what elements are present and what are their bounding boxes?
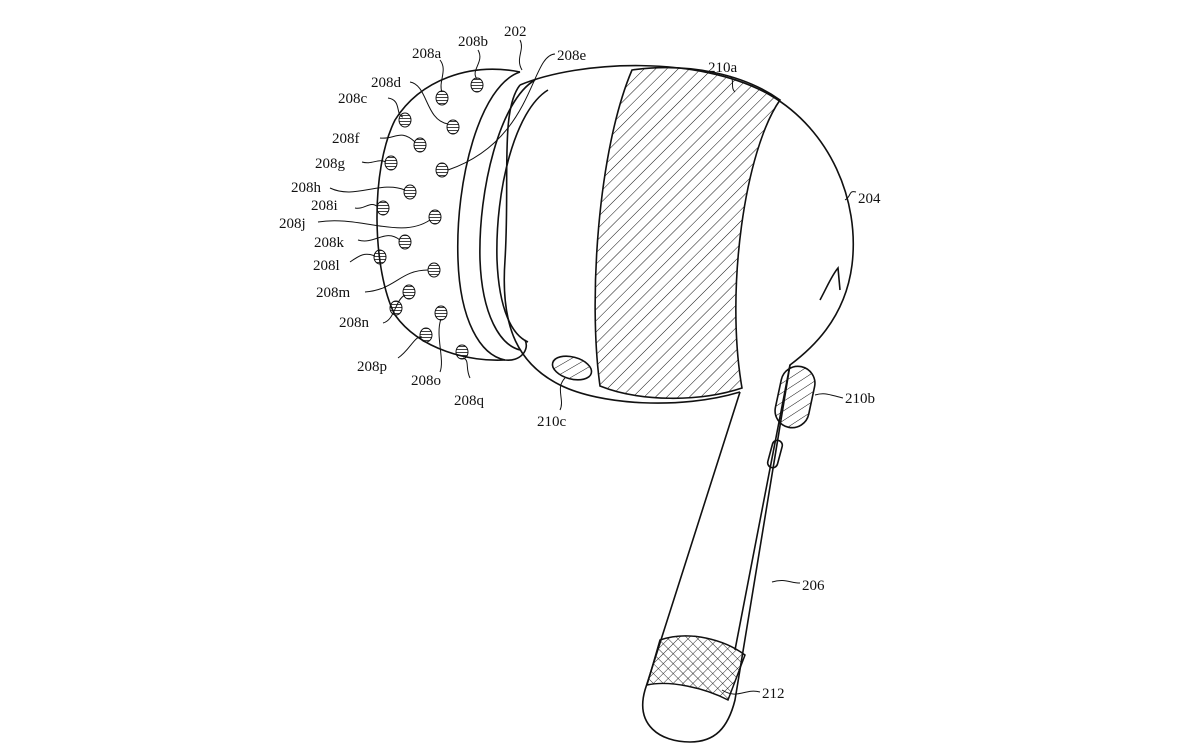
dot-208o (434, 305, 448, 321)
dot-208h (403, 184, 417, 200)
dot-208m (427, 262, 441, 278)
stem-206 (642, 364, 791, 743)
label-208j: 208j (279, 216, 306, 232)
dot-208n1 (402, 284, 416, 300)
label-208d: 208d (371, 75, 402, 91)
dot-208a (435, 90, 449, 106)
stem-slot (766, 439, 784, 469)
label-208l: 208l (313, 258, 340, 274)
label-208e: 208e (557, 48, 587, 64)
label-210a: 210a (708, 60, 738, 76)
ear-tip-inner-rim (479, 79, 536, 351)
dot-208q (455, 344, 469, 360)
ear-tip-inner-rim-2 (496, 89, 549, 343)
label-208a: 208a (412, 46, 442, 62)
sensor-210b (774, 365, 816, 429)
reference-labels: 202 208a 208b 208e 210a 208d 208c 208f 2… (279, 24, 881, 702)
label-204: 204 (858, 191, 881, 207)
dot-208b (470, 77, 484, 93)
dot-208g (384, 155, 398, 171)
stem-line (819, 266, 841, 301)
label-208m: 208m (316, 285, 351, 301)
dot-208p (419, 327, 433, 343)
dot-208j (428, 209, 442, 225)
label-208o: 208o (411, 373, 441, 389)
label-208b: 208b (458, 34, 488, 50)
label-208f: 208f (332, 131, 360, 147)
label-208i: 208i (311, 198, 338, 214)
label-208p: 208p (357, 359, 387, 375)
dot-208e (435, 162, 449, 178)
label-208c: 208c (338, 91, 368, 107)
label-208n: 208n (339, 315, 370, 331)
mesh-cap-212 (645, 635, 746, 702)
ear-tip-rim (456, 71, 527, 361)
leader-lines (317, 39, 857, 695)
label-210b: 210b (845, 391, 875, 407)
ear-tip (376, 68, 521, 362)
dot-208d (446, 119, 460, 135)
label-202: 202 (504, 24, 527, 40)
sensor-210c (551, 355, 593, 381)
earbud-body (503, 64, 854, 651)
label-208g: 208g (315, 156, 346, 172)
label-212: 212 (762, 686, 785, 702)
dot-208l (373, 249, 387, 265)
dot-208f (413, 137, 427, 153)
label-210c: 210c (537, 414, 567, 430)
label-208h: 208h (291, 180, 322, 196)
sensor-dots-208 (373, 77, 484, 360)
label-208q: 208q (454, 393, 485, 409)
dot-208i (376, 200, 390, 216)
label-206: 206 (802, 578, 825, 594)
hatched-band-210a (594, 66, 782, 400)
dot-208k (398, 234, 412, 250)
label-208k: 208k (314, 235, 345, 251)
